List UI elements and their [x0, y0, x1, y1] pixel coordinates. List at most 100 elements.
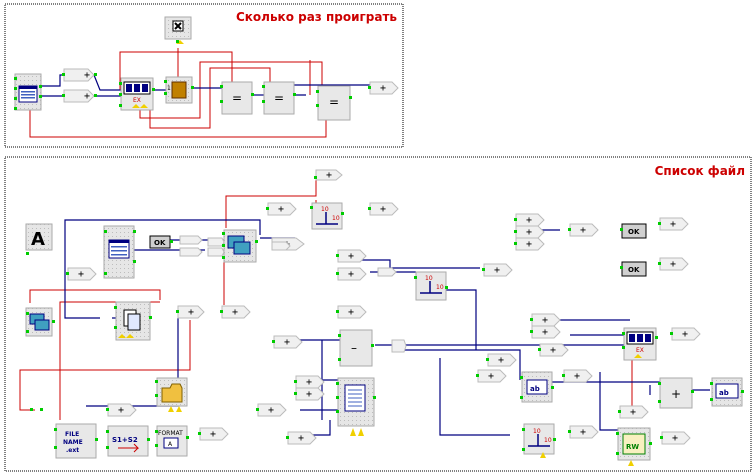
svg-text:1: 1 [167, 85, 171, 92]
plus-tag[interactable]: + [257, 403, 287, 417]
plus-tag[interactable]: + [671, 327, 701, 341]
group-play-count[interactable] [4, 3, 404, 148]
svg-text:+: + [78, 269, 84, 280]
ok-button[interactable]: OK [149, 235, 171, 249]
svg-text:ab: ab [530, 385, 540, 393]
equals-block[interactable]: = [317, 85, 351, 121]
folder-block[interactable] [156, 377, 188, 407]
svg-text:+: + [284, 337, 290, 348]
axis-top-label: 10 [533, 428, 541, 435]
svg-text:+: + [84, 70, 90, 81]
document-block[interactable] [115, 301, 151, 341]
read-write-block[interactable]: RW [617, 427, 651, 461]
plus-tag[interactable]: + [483, 263, 513, 277]
label-block[interactable]: ab [711, 377, 743, 407]
panels-block[interactable] [223, 229, 257, 263]
plus-tag[interactable]: + [295, 375, 325, 389]
counter-block[interactable]: EX [623, 327, 657, 361]
plus-tag[interactable]: + [67, 267, 97, 281]
split-connectors [179, 235, 407, 353]
equals-block[interactable]: = [263, 81, 295, 115]
svg-text:+: + [348, 251, 354, 262]
axis-icon [528, 434, 550, 447]
plus-tag[interactable]: + [315, 169, 343, 181]
plus-tag[interactable]: + [63, 68, 95, 82]
svg-text:+: + [671, 387, 681, 401]
plus-tag[interactable]: + [337, 249, 367, 263]
plus-tag[interactable]: + [107, 403, 137, 417]
svg-text:+: + [306, 377, 312, 388]
file-name-icon: FILE [65, 431, 79, 438]
text-block[interactable]: A [25, 223, 53, 251]
svg-text:+: + [526, 215, 532, 226]
format-block[interactable]: FORMAT A [156, 425, 188, 457]
axis-block[interactable]: 10 10 [523, 423, 555, 455]
label-block[interactable]: ab [521, 371, 553, 403]
svg-text:=: = [232, 91, 242, 105]
plus-tag[interactable]: + [569, 223, 599, 237]
svg-text:+: + [550, 345, 556, 356]
plus-tag[interactable]: + [287, 431, 317, 445]
plus-tag[interactable]: + [63, 89, 95, 103]
svg-text:+: + [672, 433, 678, 444]
svg-text:OK: OK [628, 266, 640, 274]
plus-tag[interactable]: + [563, 369, 593, 383]
plus-tag[interactable]: + [199, 427, 229, 441]
svg-text:ab: ab [719, 389, 729, 397]
plus-tag[interactable]: + [539, 343, 569, 357]
concat-block[interactable]: S1+S2 [107, 425, 149, 457]
plus-tag[interactable]: + [177, 305, 205, 319]
folder-icon [161, 383, 183, 403]
text-icon: A [31, 229, 45, 250]
plus-tag[interactable]: + [369, 81, 399, 95]
plus-tag[interactable]: + [369, 202, 399, 216]
chip-block[interactable]: 1 [165, 76, 193, 104]
svg-text:+: + [670, 219, 676, 230]
svg-text:+: + [670, 259, 676, 270]
document-block[interactable] [337, 377, 375, 427]
plus-block[interactable]: + [659, 377, 693, 409]
plus-tag[interactable]: + [337, 305, 367, 319]
event-markers [168, 406, 634, 466]
plus-tag[interactable]: + [273, 335, 303, 349]
svg-text:+: + [278, 204, 284, 215]
plus-tags: + + + + + + + + + + + + + + + + + + + + … [67, 169, 701, 445]
axis-block[interactable]: 10 10 [415, 271, 447, 301]
plus-tag[interactable]: + [337, 267, 367, 281]
svg-text:+: + [210, 429, 216, 440]
svg-text:+: + [574, 371, 580, 382]
svg-text:+: + [84, 91, 90, 102]
plus-tag[interactable]: + [477, 369, 507, 383]
list-window-block-1[interactable] [14, 73, 42, 111]
plus-tag[interactable]: + [659, 217, 689, 231]
plus-tag[interactable]: + [659, 257, 689, 271]
plus-tag[interactable]: + [487, 353, 517, 367]
minus-block[interactable]: – [339, 329, 373, 367]
plus-tag[interactable]: + [515, 213, 545, 227]
list-window-block-2[interactable] [103, 225, 135, 279]
group-file-list[interactable] [4, 156, 752, 472]
svg-text:+: + [268, 405, 274, 416]
plus-tag[interactable]: + [531, 325, 561, 339]
plus-tag[interactable]: + [661, 431, 691, 445]
plus-tag[interactable]: + [295, 387, 325, 401]
plus-tag[interactable]: + [267, 202, 297, 216]
counter-block[interactable]: EX [120, 77, 154, 111]
ok-button[interactable]: OK [621, 261, 647, 277]
close-block[interactable] [164, 16, 192, 44]
svg-text:+: + [488, 371, 494, 382]
panels-block[interactable] [25, 307, 53, 337]
equals-block[interactable]: = [221, 81, 253, 115]
plus-tag[interactable]: + [569, 425, 599, 439]
plus-tag[interactable]: + [221, 305, 251, 319]
plus-tag[interactable]: + [619, 405, 649, 419]
svg-text:=: = [329, 95, 339, 109]
axis-block[interactable]: 10 10 [311, 202, 343, 230]
svg-text:+: + [326, 170, 332, 181]
plus-tag[interactable]: + [515, 225, 545, 239]
plus-tag[interactable]: + [515, 237, 545, 251]
ok-button[interactable]: OK [621, 223, 647, 239]
file-name-block[interactable]: FILE NAME .ext [55, 423, 97, 459]
plus-tag[interactable]: + [531, 313, 561, 327]
svg-text:=: = [274, 91, 284, 105]
